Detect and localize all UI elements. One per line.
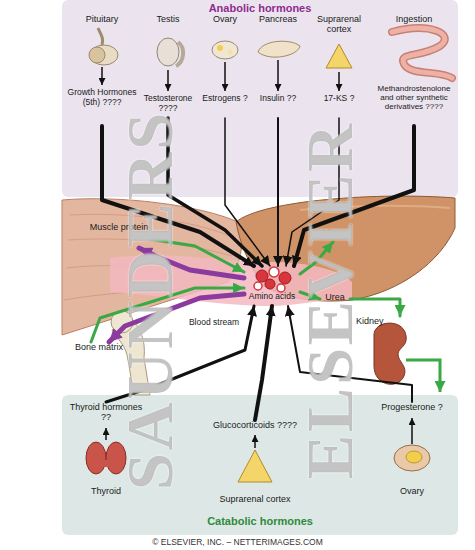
organ-group: Thyroid hormones ?? Thyroid [66,402,146,498]
muscle-illustration [70,214,230,236]
catabolic-arrow [300,242,333,274]
muscle-illustration [62,199,242,335]
muscle-illustration [68,239,232,256]
organ-group: TestisTestosterone ???? [140,14,196,118]
muscle-illustration [62,199,242,335]
amino-acid-cluster [265,279,275,289]
catabolic-arrow [91,288,244,342]
tissue-label-box: Bone matrix [74,342,124,368]
node-title: Catabolic hormones [62,515,458,528]
amino-acid-cluster [256,270,268,282]
bone-illustration [111,311,133,333]
liver-illustration [300,206,450,210]
catabolic-panel: Catabolic hormonesThyroid hormones ??Thy… [62,395,458,535]
amino-acid-pool: Amino acids [244,266,300,306]
node-text: Estrogens ? [200,94,250,104]
node-text: Ovary [370,486,454,496]
blood-stream-band [110,255,352,306]
node-title: Progesterone ? [370,402,454,412]
node-title: Anabolic hormones [62,2,458,15]
amino-acid-cluster [254,282,262,290]
node-title: Muscle protein [88,222,150,232]
amino-acid-cluster [269,267,279,277]
organ-label-box: Liver [318,228,348,242]
organ-group: Glucocorticoids ???? Suprarenal cortex [205,420,305,510]
organ-group: PituitaryGrowth Hormones (5th) ???? [66,14,138,126]
node-text: Growth Hormones (5th) ???? [66,88,138,108]
node-text: Testosterone ???? [140,94,196,114]
bone-illustration [112,318,150,395]
node-title: Glucocorticoids ???? [205,420,305,430]
node-title: Kidney [356,316,396,326]
catabolic-arrow [300,292,320,299]
node-text: Insulin ?? [250,94,306,104]
muscle-illustration [66,266,228,274]
catabolic-arrow [350,299,400,316]
organ-group: Progesterone ? Ovary [370,402,454,500]
organ-group: PancreasInsulin ?? [250,14,306,118]
node-title: Amino acids [244,292,300,302]
watermark: SAUNDERS [112,110,188,490]
node-title: Suprarenal cortex [310,14,368,35]
organ-group: OvaryEstrogens ? [200,14,250,118]
node-title: Bone matrix [74,342,124,352]
anabolic-panel: Anabolic hormonesPituitaryGrowth Hormone… [62,0,458,197]
node-title: Urea [320,292,350,302]
node-title: Liver [318,228,348,239]
anabolic-arrow [139,248,244,278]
excretion-arrow [406,360,440,392]
node-text: Suprarenal cortex [205,494,305,504]
amino-acid-cluster [277,284,285,292]
amino-acid-cluster [254,267,291,292]
organ-group: Suprarenal cortex 17-KS ? [310,14,368,118]
kidney-illustration [374,323,440,392]
organ-group: IngestionMethandrostenolone and other sy… [372,14,456,126]
catabolic-arrow [150,239,244,272]
bone-illustration [111,311,150,395]
amino-acid-cluster [279,272,291,284]
liver-illustration [236,196,455,301]
node-title: Pituitary [66,14,138,24]
hormone-arrow [106,306,254,402]
urea-box: Urea [320,292,350,306]
liver-illustration [236,196,455,301]
node-text: Thyroid [66,486,146,496]
hormone-arrow [288,306,412,402]
region-label: Blood stream [188,318,240,328]
copyright-notice: © ELSEVIER, INC. – NETTERIMAGES.COM [0,538,475,548]
kidney-box: Kidney [356,316,418,378]
node-title: Thyroid hormones ?? [66,402,146,423]
muscle-illustration [64,288,210,300]
node-title: Testis [140,14,196,24]
node-title: Pancreas [250,14,306,24]
node-text: Methandrostenolone and other synthetic d… [372,84,456,112]
node-title: Ovary [200,14,250,24]
node-title: Ingestion [372,14,456,24]
node-text: 17-KS ? [310,94,368,104]
kidney-illustration [374,323,406,384]
tissue-label-box: Muscle protein [88,222,150,248]
anabolic-arrow [109,294,244,342]
